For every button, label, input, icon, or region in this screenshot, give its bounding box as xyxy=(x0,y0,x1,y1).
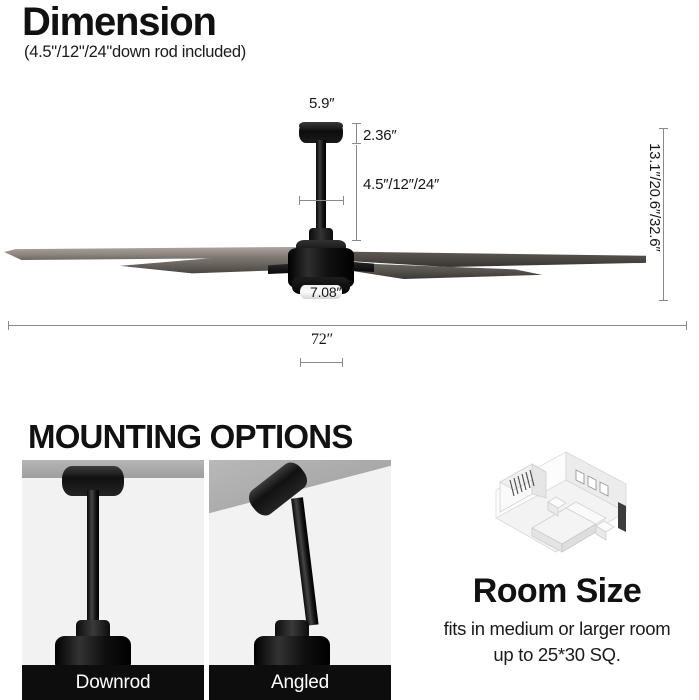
canopy-width-label: 5.9″ xyxy=(309,95,335,112)
room-size-line-1: fits in medium or larger room xyxy=(443,618,671,639)
room-size-title: Room Size xyxy=(472,572,642,610)
page-title: Dimension xyxy=(22,0,217,44)
downrod-length-label: 4.5″/12″/24″ xyxy=(363,176,440,193)
canopy-width-cap-left xyxy=(299,196,300,205)
blade-span-label: 72″ xyxy=(311,331,334,348)
canopy-height-cap-top xyxy=(352,123,361,124)
room-size-section: Room Size fits in medium or larger room … xyxy=(415,432,699,700)
light-kit-lens xyxy=(300,285,342,299)
total-height-dimension-line xyxy=(663,128,664,300)
downrod-rod xyxy=(87,490,99,626)
ceiling-canopy xyxy=(299,122,343,143)
canopy-height-label: 2.36″ xyxy=(363,127,397,144)
dimension-section: Dimension (4.5"/12"/24"down rod included… xyxy=(0,0,699,367)
fan-blade-left-far xyxy=(4,247,296,260)
room-size-line-2: up to 25*30 SQ. xyxy=(493,644,621,665)
blade-span-cap-right xyxy=(686,321,687,330)
fan-blade-right-far xyxy=(346,251,646,267)
blade-span-cap-left xyxy=(8,321,9,330)
mounting-option-angled: Angled xyxy=(209,460,391,700)
light-diameter-label: 7.08″ xyxy=(310,284,342,300)
canopy-height-dimension-line xyxy=(356,123,357,144)
dimension-subtitle: (4.5"/12"/24"down rod included) xyxy=(24,43,246,61)
angled-caption: Angled xyxy=(209,665,391,700)
downrod-length-dimension-line xyxy=(356,145,357,241)
room-illustration-icon xyxy=(495,451,627,553)
mounting-options-title: MOUNTING OPTIONS xyxy=(28,418,353,455)
downrod xyxy=(316,140,326,238)
downrod-length-cap-bottom xyxy=(352,240,361,241)
light-diameter-cap-left xyxy=(300,358,301,367)
mounting-options-section: MOUNTING OPTIONS Downrod Angled xyxy=(0,400,699,700)
blade-bracket-left xyxy=(268,263,302,274)
light-diameter-dimension-line xyxy=(300,362,342,363)
canopy-height-cap-bottom xyxy=(352,143,361,144)
blade-bracket-right xyxy=(342,261,374,272)
angled-rod xyxy=(291,497,319,626)
ceiling-fan-illustration xyxy=(0,85,699,367)
light-diameter-cap-right xyxy=(342,358,343,367)
canopy-width-dimension-line xyxy=(299,200,343,201)
blade-span-dimension-line xyxy=(8,325,686,326)
canopy-width-cap-right xyxy=(343,196,344,205)
angled-collar-mount xyxy=(275,620,309,640)
total-height-label: 13.1″/20.6″/32.6″ xyxy=(646,143,663,252)
total-height-cap-top xyxy=(659,128,668,129)
mounting-option-downrod: Downrod xyxy=(22,460,204,700)
downrod-caption: Downrod xyxy=(22,665,204,700)
total-height-cap-bottom xyxy=(659,300,668,301)
downrod-collar-mount xyxy=(76,620,110,640)
